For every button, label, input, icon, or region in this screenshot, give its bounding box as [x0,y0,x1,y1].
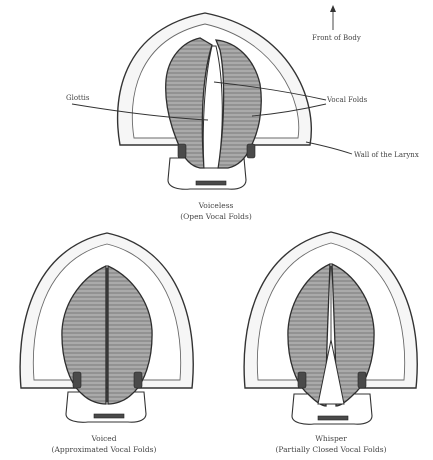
voiceless-caption-sub: (Open Vocal Folds) [180,212,252,221]
front-arrow-icon [330,5,336,12]
voiced-caption: Voiced (Approximated Vocal Folds) [52,434,157,454]
whisper-caption-sub: (Partially Closed Vocal Folds) [275,445,386,454]
wall-of-larynx-label: Wall of the Larynx [354,151,419,159]
voiced-caption-title: Voiced [90,434,116,443]
voiceless-larynx [118,13,312,189]
wall-leader-line [306,142,352,154]
whisper-caption: Whisper (Partially Closed Vocal Folds) [275,434,386,454]
voiced-left-arytenoid [73,372,81,388]
voiceless-caption: Voiceless (Open Vocal Folds) [180,201,252,221]
voiceless-right-arytenoid [247,144,255,158]
voiced-larynx [20,233,193,422]
voiceless-caption-title: Voiceless [198,201,234,210]
voiceless-base-band [196,181,226,185]
vocal-folds-label: Vocal Folds [326,96,368,104]
voiced-base-band [94,414,124,418]
whisper-right-arytenoid [358,372,366,388]
front-of-body-indicator: Front of Body [312,5,361,42]
front-of-body-label: Front of Body [312,34,361,42]
voiced-right-arytenoid [134,372,142,388]
voiced-caption-sub: (Approximated Vocal Folds) [52,445,157,454]
whisper-larynx [244,232,417,424]
whisper-left-arytenoid [298,372,306,388]
whisper-base-band [318,416,348,420]
voiceless-left-arytenoid [178,144,186,158]
glottis-label: Glottis [66,94,90,102]
whisper-caption-title: Whisper [315,434,347,443]
wall-of-larynx-callout: Wall of the Larynx [306,142,419,159]
